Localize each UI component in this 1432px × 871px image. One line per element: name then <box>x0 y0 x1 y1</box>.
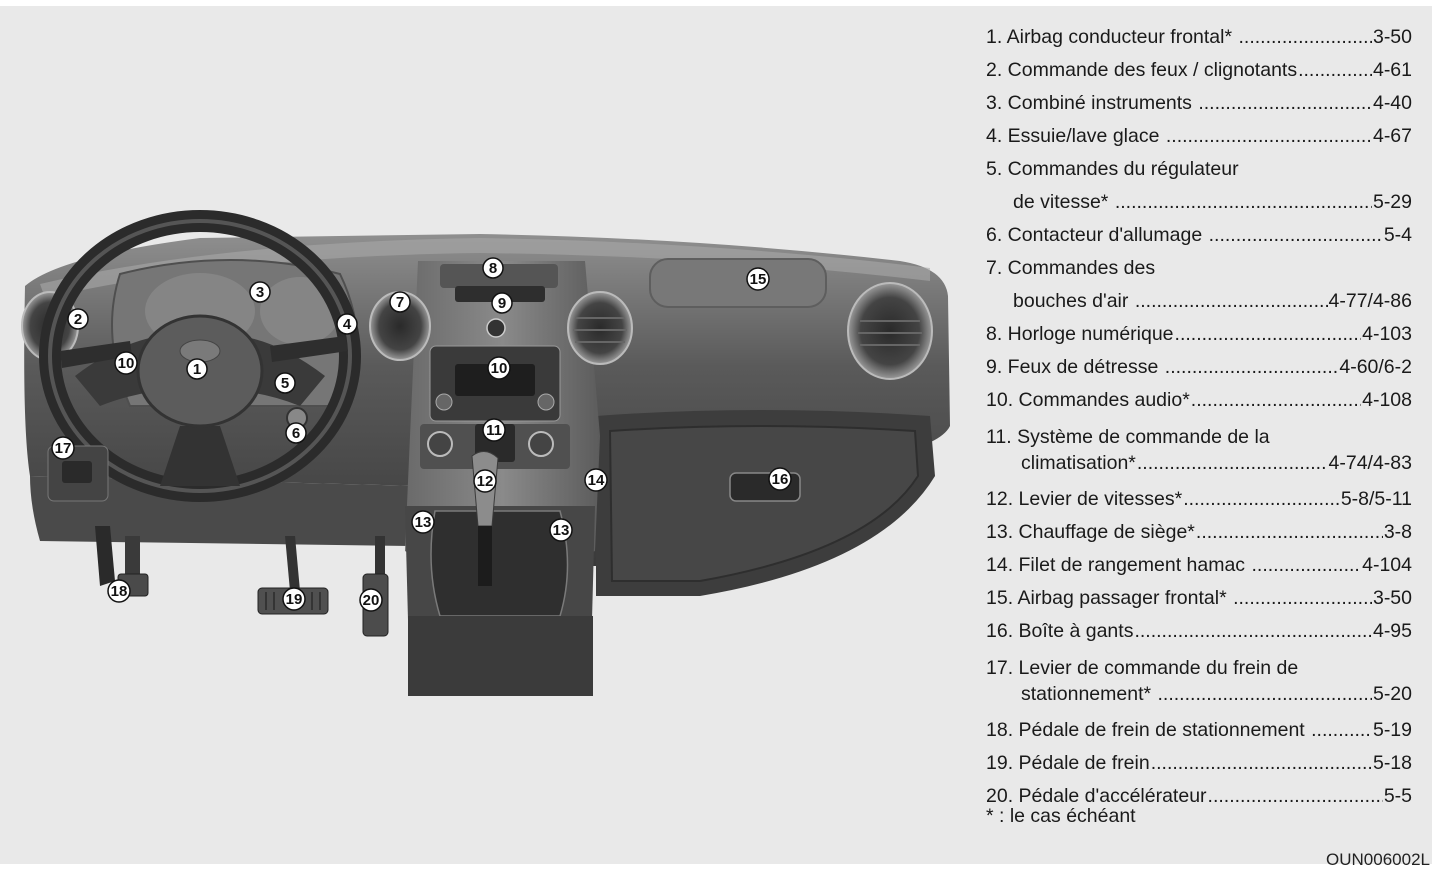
legend-list: 1. Airbag conducteur frontal* 3-50 2. Co… <box>986 21 1412 813</box>
figure-panel: 1 2 3 4 5 6 7 8 9 10 10 11 12 13 13 14 1… <box>0 6 1432 864</box>
legend-item-2: 2. Commande des feux / clignotants4-61 <box>986 54 1412 87</box>
footnote: * : le cas échéant <box>986 805 1136 827</box>
legend-item-10: 10. Commandes audio*4-108 <box>986 384 1412 417</box>
legend-item-12: 12. Levier de vitesses*5-8/5-11 <box>986 483 1412 516</box>
legend-item-17-line2: stationnement* 5-20 <box>986 681 1412 707</box>
legend-item-1: 1. Airbag conducteur frontal* 3-50 <box>986 21 1412 54</box>
legend-item-14: 14. Filet de rangement hamac 4-104 <box>986 549 1412 582</box>
legend-item-4: 4. Essuie/lave glace 4-67 <box>986 120 1412 153</box>
legend-item-6: 6. Contacteur d'allumage 5-4 <box>986 219 1412 252</box>
legend-item-5-line2: de vitesse* 5-29 <box>986 186 1412 219</box>
legend-item-5-line1: 5. Commandes du régulateur <box>986 158 1239 180</box>
legend-item-19: 19. Pédale de frein5-18 <box>986 747 1412 780</box>
legend-item-17-line1: 17. Levier de commande du frein de <box>986 656 1299 679</box>
legend-item-15: 15. Airbag passager frontal* 3-50 <box>986 582 1412 615</box>
figure-code: OUN006002L <box>1326 850 1430 869</box>
legend-item-13: 13. Chauffage de siège*3-8 <box>986 516 1412 549</box>
legend-item-9: 9. Feux de détresse 4-60/6-2 <box>986 351 1412 384</box>
legend-item-11-line1: 11. Système de commande de la <box>986 425 1270 448</box>
legend-item-16: 16. Boîte à gants4-95 <box>986 615 1412 648</box>
legend-item-7-line1: 7. Commandes des <box>986 257 1156 279</box>
legend-item-20: 20. Pédale d'accélérateur5-5 <box>986 780 1412 813</box>
legend-item-7-line2: bouches d'air 4-77/4-86 <box>986 285 1412 318</box>
legend-item-3: 3. Combiné instruments 4-40 <box>986 87 1412 120</box>
legend-item-8: 8. Horloge numérique4-103 <box>986 318 1412 351</box>
legend-item-18: 18. Pédale de frein de stationnement 5-1… <box>986 714 1412 747</box>
legend-item-11-line2: climatisation*4-74/4-83 <box>986 450 1412 476</box>
dashboard-illustration <box>21 210 950 696</box>
